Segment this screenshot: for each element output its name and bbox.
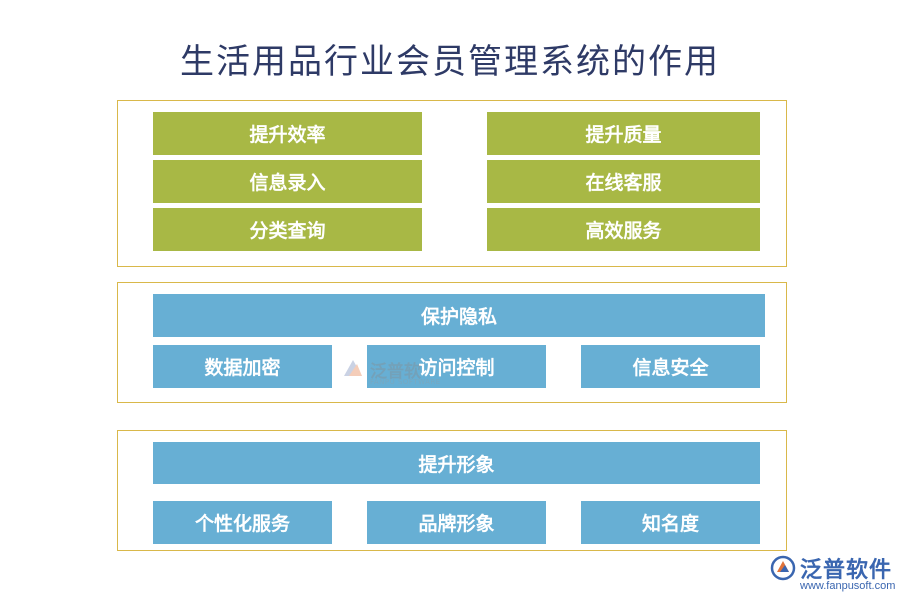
box-info-entry: 信息录入	[153, 160, 422, 203]
box-improve-efficiency: 提升效率	[153, 112, 422, 155]
brand-name: 泛普软件	[800, 558, 893, 583]
box-access-control: 访问控制	[367, 345, 546, 388]
box-protect-privacy: 保护隐私	[153, 294, 765, 337]
box-improve-image: 提升形象	[153, 442, 760, 484]
box-brand-image: 品牌形象	[367, 501, 546, 544]
box-personalized-service: 个性化服务	[153, 501, 332, 544]
fanpu-logo-icon	[770, 555, 796, 581]
box-info-security: 信息安全	[581, 345, 760, 388]
box-efficient-service: 高效服务	[487, 208, 760, 251]
page-title: 生活用品行业会员管理系统的作用	[180, 42, 720, 82]
box-online-service: 在线客服	[487, 160, 760, 203]
box-improve-quality: 提升质量	[487, 112, 760, 155]
box-category-query: 分类查询	[153, 208, 422, 251]
box-data-encryption: 数据加密	[153, 345, 332, 388]
brand-logo: 泛普软件	[770, 552, 892, 584]
brand-url: www.fanpusoft.com	[800, 580, 896, 592]
box-reputation: 知名度	[581, 501, 760, 544]
